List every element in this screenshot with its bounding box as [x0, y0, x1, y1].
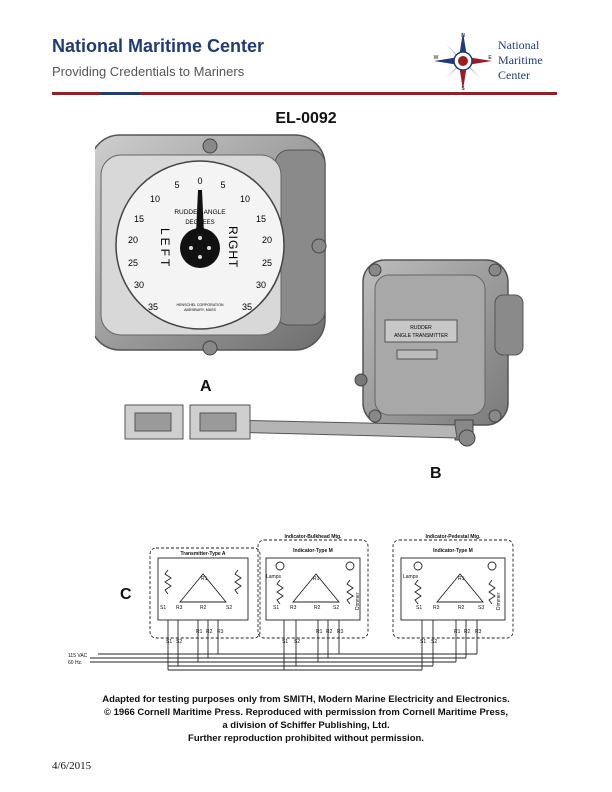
sch-supply-2: 60 Hz. — [68, 660, 82, 666]
credit-line-4: Further reproduction prohibited without … — [188, 733, 424, 744]
sch-s1-blow: S1 — [282, 639, 288, 645]
header-subtitle: Providing Credentials to Mariners — [52, 64, 245, 79]
sch-r1-blow: R1 — [316, 629, 323, 635]
indicator-a: 10 5 0 5 10 15 20 25 30 35 15 20 25 30 3… — [95, 134, 327, 356]
dial-right-word: RIGHT — [226, 226, 240, 268]
sch-r1-low: R1 — [196, 629, 203, 635]
linkage-blocks — [124, 404, 251, 440]
credit-block: Adapted for testing purposes only from S… — [0, 693, 612, 745]
sch-dimmer-1: Dimmer — [355, 592, 361, 610]
sch-dimmer-2: Dimmer — [496, 592, 502, 610]
exam-code: EL-0092 — [275, 110, 337, 127]
sch-s1-low: S1 — [166, 639, 172, 645]
dial-right-35: 35 — [242, 302, 252, 312]
equipment-photo: 10 5 0 5 10 15 20 25 30 35 15 20 25 30 3… — [95, 134, 524, 447]
dial-right-30: 30 — [256, 280, 266, 290]
sch-lamps-2: Lamps — [403, 574, 419, 580]
sch-lamps-1: Lamps — [266, 574, 282, 580]
sch-s1-p: S1 — [416, 605, 422, 611]
plate-line-1: RUDDER — [410, 325, 432, 331]
sch-pedestal-sub: Indicator-Type M — [433, 548, 473, 554]
dial-right-20: 20 — [262, 235, 272, 245]
dial-right-15: 15 — [256, 214, 266, 224]
sch-r2-low: R2 — [206, 629, 213, 635]
credit-line-2: © 1966 Cornell Maritime Press. Reproduce… — [103, 707, 508, 718]
transmitter-b: RUDDER ANGLE TRANSMITTER — [224, 259, 524, 447]
dial-right-25: 25 — [262, 258, 272, 268]
sch-s3-p: S3 — [478, 605, 484, 611]
dial-maker-1: HENSCHEL CORPORATION — [177, 303, 224, 307]
logo-line-2: Maritime — [498, 53, 543, 67]
compass-logo-icon: N E S W — [434, 32, 492, 92]
sch-r1-t: R1 — [201, 576, 208, 582]
sch-r1-plow: R1 — [454, 629, 461, 635]
compass-w: W — [434, 55, 439, 61]
header-rule — [52, 92, 557, 95]
sch-s2-b: S2 — [333, 605, 339, 611]
sch-r2-t: R2 — [200, 605, 207, 611]
header-rule-accent — [100, 92, 140, 95]
sch-s1-plow: S1 — [420, 639, 426, 645]
dial-maker-2: AMESBURY, MASS — [184, 308, 216, 312]
sch-r3-plow: R3 — [475, 629, 482, 635]
plate-line-2: ANGLE TRANSMITTER — [394, 333, 448, 339]
sch-s1-b: S1 — [273, 605, 279, 611]
sch-r2-blow: R2 — [326, 629, 333, 635]
sch-r3-b: R3 — [290, 605, 297, 611]
compass-n: N — [461, 33, 465, 39]
dial-left-20: 20 — [128, 235, 138, 245]
sch-r2-p: R2 — [458, 605, 465, 611]
label-c: C — [120, 586, 132, 603]
logo-line-3: Center — [498, 68, 530, 82]
credit-line-1: Adapted for testing purposes only from S… — [102, 694, 510, 705]
sch-r1-p: R1 — [458, 576, 465, 582]
dial-left-word: LEFT — [158, 228, 172, 269]
page-date: 4/6/2015 — [52, 760, 92, 772]
credit-line-3: a division of Schiffer Publishing, Ltd. — [222, 720, 390, 731]
sch-r1-b: R1 — [313, 576, 320, 582]
label-a: A — [200, 378, 212, 395]
sch-r2-plow: R2 — [464, 629, 471, 635]
logo-line-1: National — [498, 38, 540, 52]
sch-transmitter-title: Transmitter-Type A — [180, 551, 225, 557]
label-b: B — [430, 465, 442, 482]
sch-r3-t: R3 — [176, 605, 183, 611]
sch-r2-b: R2 — [314, 605, 321, 611]
dial-top-2: 5 — [174, 180, 179, 190]
sch-supply-1: 115 VAC — [68, 653, 88, 659]
dial-left-25: 25 — [128, 258, 138, 268]
sch-r3-blow: R3 — [337, 629, 344, 635]
sch-s2-t: S2 — [226, 605, 232, 611]
sch-bulkhead-title: Indicator-Bulkhead Mtg. — [285, 534, 343, 540]
sch-s1-t: S1 — [160, 605, 166, 611]
dial-left-30: 30 — [134, 280, 144, 290]
sch-s2-blow: S2 — [294, 639, 300, 645]
dial-left-35: 35 — [148, 302, 158, 312]
sch-s2-plow: S2 — [431, 639, 437, 645]
logo-text: National Maritime Center — [498, 38, 543, 83]
sch-pedestal-title: Indicator-Pedestal Mtg. — [425, 534, 481, 540]
compass-e: E — [488, 55, 492, 61]
sch-bulkhead-sub: Indicator-Type M — [293, 548, 333, 554]
dial-left-15: 15 — [134, 214, 144, 224]
sch-r3-p: R3 — [433, 605, 440, 611]
dial-top-1: 10 — [150, 194, 160, 204]
dial-top-5: 10 — [240, 194, 250, 204]
dial-top-4: 5 — [220, 180, 225, 190]
sch-s2-low: S2 — [176, 639, 182, 645]
header-title: National Maritime Center — [52, 36, 265, 56]
dial-top-3: 0 — [197, 176, 202, 186]
compass-s: S — [461, 86, 465, 92]
sch-r3-low: R3 — [217, 629, 224, 635]
wiring-schematic: Transmitter-Type A Indicator-Bulkhead Mt… — [68, 534, 514, 671]
